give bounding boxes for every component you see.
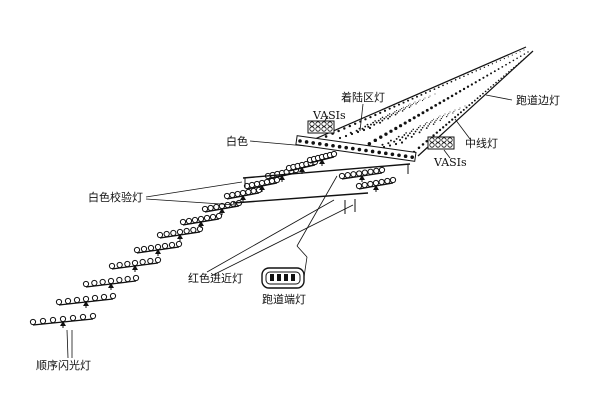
touchdown-row-4 bbox=[356, 97, 426, 134]
white-calibration-bar-upper bbox=[242, 163, 411, 188]
edge-lights-right bbox=[412, 52, 532, 154]
white-label: 白色 bbox=[226, 135, 248, 148]
approach-bar-15 bbox=[355, 176, 397, 192]
approach-bar-5 bbox=[133, 240, 183, 256]
touchdown-zone-lights-label: 着陆区灯 bbox=[341, 91, 385, 104]
runway-light-rows bbox=[316, 49, 532, 154]
threshold-light-bar bbox=[295, 135, 417, 162]
touchdown-row-5 bbox=[362, 95, 431, 132]
approach-bar-14 bbox=[338, 166, 386, 182]
white-calibration-bar-lower bbox=[232, 192, 369, 214]
touchdown-row-r5 bbox=[394, 107, 461, 146]
touchdown-row-6 bbox=[368, 93, 436, 130]
approach-light-bars bbox=[29, 150, 397, 328]
runway-threshold-lights-label: 跑道端灯 bbox=[262, 293, 306, 306]
approach-bar-1 bbox=[29, 312, 97, 328]
threshold-light-fixture bbox=[261, 267, 305, 289]
touchdown-row-r6 bbox=[400, 105, 466, 144]
vasis-right-label: VASIs bbox=[434, 156, 467, 169]
approach-bar-9 bbox=[223, 186, 263, 202]
approach-bar-4 bbox=[108, 256, 162, 272]
approach-bar-7 bbox=[179, 212, 223, 228]
runway-edge-left bbox=[307, 46, 527, 143]
approach-bar-3 bbox=[82, 274, 140, 290]
touchdown-row-3 bbox=[350, 99, 421, 136]
white-calibration-lights-label: 白色校验灯 bbox=[88, 191, 143, 204]
touchdown-row-1 bbox=[338, 103, 411, 140]
vasis-left-label: VASIs bbox=[313, 109, 346, 122]
approach-bar-2 bbox=[55, 292, 117, 308]
touchdown-row-2 bbox=[344, 101, 416, 138]
red-approach-lights-label: 红色进近灯 bbox=[188, 272, 243, 285]
leader-lines bbox=[66, 94, 513, 359]
vasi-left-unit bbox=[307, 120, 335, 134]
approach-bar-6 bbox=[156, 225, 204, 241]
vasi-right-unit bbox=[427, 136, 455, 150]
centerline-lights-label: 中线灯 bbox=[465, 137, 498, 150]
touchdown-row-r4 bbox=[388, 109, 456, 147]
approach-bar-10 bbox=[243, 176, 281, 192]
runway-edge-lights-label: 跑道边灯 bbox=[516, 94, 560, 107]
approach-bar-13 bbox=[306, 150, 338, 166]
edge-lights-left bbox=[316, 49, 525, 142]
sequenced-flashing-lights-label: 顺序闪光灯 bbox=[36, 359, 91, 372]
centerline-lights bbox=[360, 51, 529, 150]
